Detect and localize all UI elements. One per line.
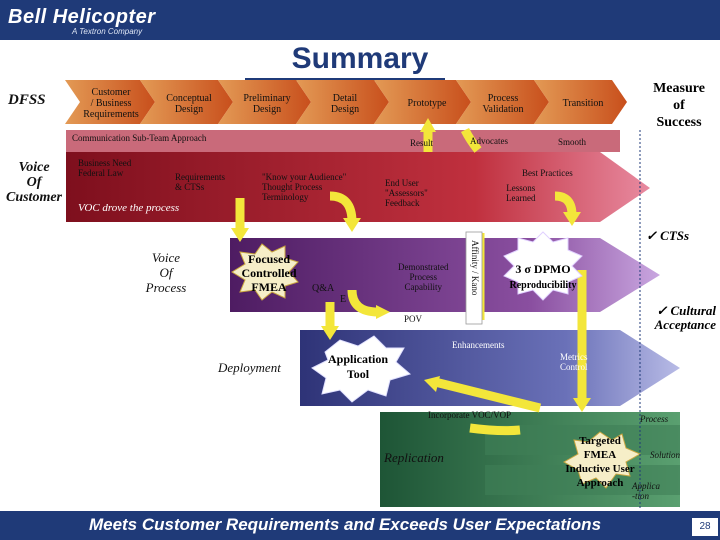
pov-label: POV [404, 314, 423, 324]
targeted-fmea-label: Targeted FMEA Inductive User Approach [565, 435, 635, 489]
phase-text-1: Customer / Business Requirements [83, 87, 139, 120]
process-tag: Process [640, 414, 669, 424]
phase-label-6: Process Validation [469, 93, 537, 115]
footer-text: Meets Customer Requirements and Exceeds … [88, 515, 602, 534]
voc-drove-label: VOC drove the process [78, 202, 180, 214]
footer-band [0, 511, 720, 540]
reproducibility-label: Reproducibility [509, 280, 577, 291]
cultural-acceptance-check: ✓ Cultural Acceptance [654, 303, 716, 332]
dpmo-star-burst [503, 231, 583, 301]
title-underline [245, 78, 445, 81]
know-audience-label: "Know your Audience" Thought Process Ter… [262, 172, 347, 202]
demonstrated-label: Demonstrated Process Capability [398, 262, 449, 292]
affinity-kano-label: Affinity / Kano [470, 240, 480, 296]
band1-red-arrow [66, 152, 650, 222]
result-label: Result [410, 138, 434, 148]
advocates-label: Advocates [470, 136, 508, 146]
yellow-arrowheads [231, 118, 591, 412]
business-need-label: Business Need Federal Law [78, 158, 132, 178]
metrics-control-label: Metrics Control [560, 352, 588, 372]
phase-7-shape [534, 80, 627, 124]
best-practices-label: Best Practices [522, 168, 573, 178]
focused-fmea-label: Focused Controlled FMEA [241, 252, 297, 294]
band1-header-strip [66, 130, 620, 152]
requirements-label: Requirements & CTSs [175, 172, 225, 192]
phase-label-7: Transition [549, 98, 617, 109]
phase-label-1: Customer / Business Requirements [76, 87, 146, 120]
phase-text-5: Prototype [407, 98, 447, 109]
logo-tagline: A Textron Company [72, 27, 143, 36]
incorporate-voc-label: Incorporate VOC/VOP [428, 410, 512, 420]
phase-1-shape [65, 80, 155, 124]
header-band [0, 0, 720, 40]
replication-label: Replication [384, 450, 444, 465]
solution-tag: Solution [650, 450, 681, 460]
targeted-star-burst [562, 431, 642, 489]
application-tool-label: Application Tool [327, 352, 388, 381]
phase-label-2: Conceptual Design [155, 93, 223, 115]
phase-label-4: Detail Design [311, 93, 379, 115]
enhancements-label: Enhancements [452, 340, 505, 350]
phase-text-4: Detail Design [330, 93, 360, 115]
deployment-label: Deployment [218, 360, 281, 375]
e-label: E [340, 294, 347, 305]
phase-chevrons [65, 80, 627, 124]
phase-text-2: Conceptual Design [166, 93, 212, 115]
qa-label: Q&A [312, 283, 335, 294]
affinity-strip [465, 231, 483, 325]
measure-of-success: Measure of Success [653, 81, 705, 130]
phase-3-shape [218, 80, 311, 124]
phase-text-6: Process Validation [482, 93, 524, 115]
end-user-label: End User "Assessors" Feedback [385, 178, 428, 208]
ctss-check: ✓ CTSs [646, 228, 690, 243]
communication-approach: Communication Sub-Team Approach [72, 133, 207, 143]
phase-6-shape [456, 80, 549, 124]
logo: Bell Helicopter [8, 6, 156, 28]
voice-of-process-label: Voice Of Process [145, 250, 187, 295]
phase-5-shape [374, 80, 471, 124]
fmea-star-burst [231, 243, 299, 301]
application-tag: Applica -tion [632, 481, 660, 501]
phase-2-shape [140, 80, 233, 124]
phase-text-7: Transition [562, 98, 604, 109]
page-number: 28 [692, 518, 718, 536]
phase-4-shape [296, 80, 389, 124]
dpmo-label: 3 σ DPMO [515, 262, 571, 276]
dfss-label: DFSS [8, 92, 46, 108]
app-tool-star-burst [311, 335, 412, 403]
page-title: Summary [291, 42, 429, 75]
voice-of-customer-label: Voice Of Customer [5, 160, 62, 205]
smooth-label: Smooth [558, 137, 587, 147]
phase-label-3: Preliminary Design [233, 93, 301, 115]
lessons-learned-label: Lessons Learned [506, 183, 536, 203]
phase-text-3: Preliminary Design [243, 93, 291, 115]
phase-label-5: Prototype [392, 98, 462, 109]
